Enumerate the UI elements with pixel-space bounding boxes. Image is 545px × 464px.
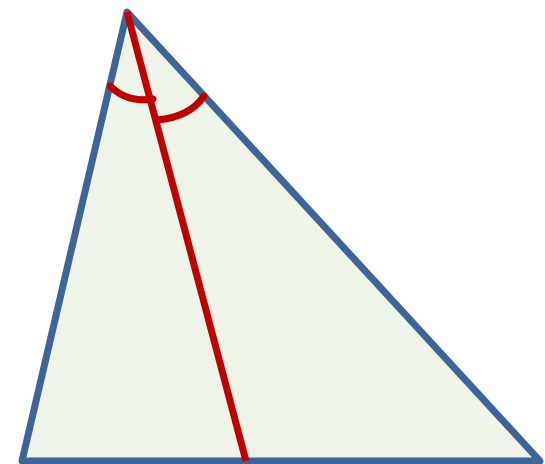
angle-mark-right [153, 92, 208, 124]
angle-bisector [123, 11, 250, 462]
triangle [18, 8, 544, 464]
angle-mark-left [106, 82, 157, 104]
